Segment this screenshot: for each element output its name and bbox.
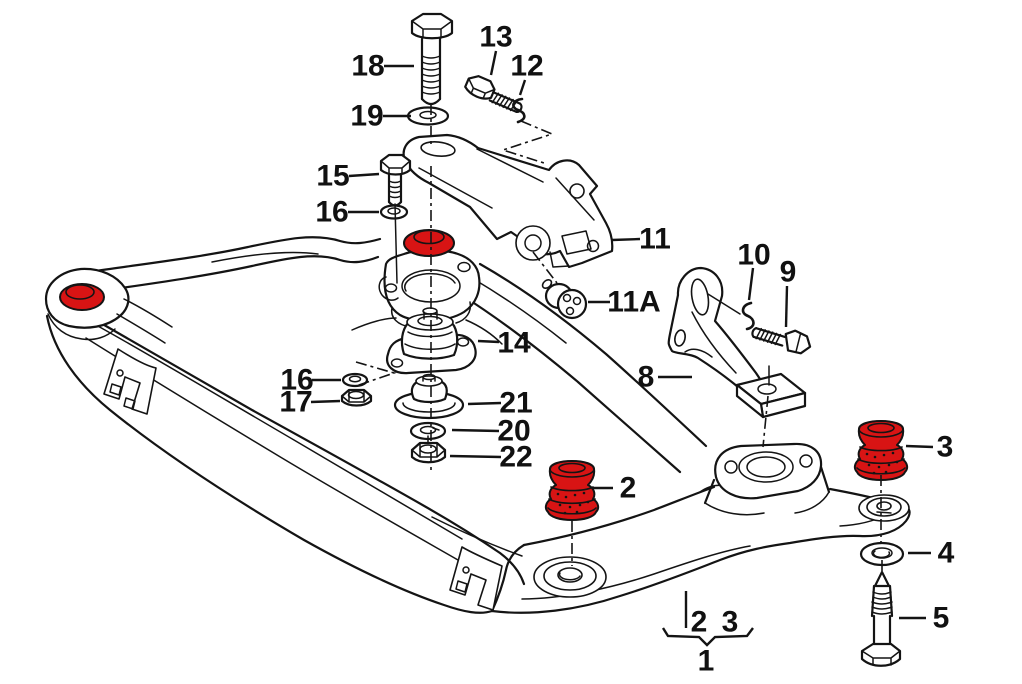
- callout-text-group-item-2: 2: [691, 606, 708, 639]
- callout-text-8: 8: [638, 361, 655, 394]
- callout-16-lower[interactable]: 16: [280, 364, 341, 397]
- callout-leader-13: [489, 50, 498, 76]
- callout-15[interactable]: 15: [316, 160, 380, 193]
- callout-13[interactable]: 13: [479, 21, 513, 76]
- callout-11[interactable]: 11: [611, 223, 671, 256]
- part-17-nut: [340, 388, 373, 407]
- front-rail-tab-bracket-lower: [449, 546, 503, 611]
- callout-leader-10: [747, 267, 755, 301]
- subframe-carrier: [44, 236, 911, 614]
- callout-4[interactable]: 4: [908, 537, 955, 570]
- part-19-washer: [406, 106, 450, 126]
- part-11-support-bracket: [402, 133, 614, 269]
- callout-group-item-2[interactable]: 2: [691, 606, 708, 639]
- rear-left-mount-boss: [533, 556, 607, 598]
- callout-leader-12: [518, 79, 527, 96]
- callout-10[interactable]: 10: [737, 239, 771, 301]
- part-16-lower-washer: [341, 372, 369, 388]
- callout-text-2: 2: [620, 472, 637, 505]
- rear-right-mount-tower: [703, 442, 831, 516]
- front-center-mount-plate: [351, 229, 503, 345]
- part-5-bolt: [860, 570, 902, 667]
- part-18-bolt: [410, 12, 454, 106]
- callout-text-10: 10: [737, 239, 770, 272]
- callout-text-11: 11: [639, 223, 671, 256]
- callout-group-item-3[interactable]: 3: [722, 606, 739, 639]
- callout-8[interactable]: 8: [638, 361, 692, 394]
- callout-leader-20: [451, 428, 500, 433]
- callout-text-17: 17: [279, 386, 312, 419]
- part-10-clip: [707, 293, 755, 331]
- callout-leader-3: [905, 444, 934, 449]
- part-15-bolt: [379, 153, 412, 207]
- callout-group-label-1[interactable]: 1: [698, 645, 715, 678]
- front-center-bushing-cap[interactable]: [403, 229, 455, 257]
- callout-text-21: 21: [499, 387, 532, 420]
- callout-text-20: 20: [497, 415, 530, 448]
- part-2-bushing[interactable]: [544, 460, 600, 521]
- callout-text-12: 12: [510, 50, 543, 83]
- part-11A-bolt: [541, 279, 588, 320]
- callout-text-22: 22: [499, 441, 532, 474]
- callout-leader-15: [348, 172, 380, 178]
- callout-leader-17: [310, 399, 341, 404]
- callout-11A[interactable]: 11A: [588, 286, 661, 319]
- callout-leader-11: [611, 237, 641, 242]
- part-13-bolt: [464, 75, 523, 113]
- callout-text-9: 9: [780, 256, 797, 289]
- callout-leader-22: [449, 454, 502, 459]
- part-12-clip: [512, 97, 526, 124]
- part-9-bolt: [751, 327, 812, 355]
- callout-17[interactable]: 17: [279, 386, 341, 419]
- callout-leader-9: [784, 285, 789, 328]
- part-4-washer: [859, 541, 905, 567]
- callout-3[interactable]: 3: [905, 431, 954, 464]
- callout-22[interactable]: 22: [449, 441, 533, 474]
- callout-19[interactable]: 19: [350, 100, 411, 133]
- callout-text-19: 19: [350, 100, 383, 133]
- front-left-bushing-cap[interactable]: [59, 283, 105, 311]
- assembly-group-bracket: [661, 591, 754, 647]
- part-21-mount: [393, 373, 465, 420]
- callout-text-5: 5: [933, 602, 950, 635]
- callout-9[interactable]: 9: [780, 256, 797, 328]
- callout-text-4: 4: [938, 537, 955, 570]
- callout-20[interactable]: 20: [451, 415, 531, 448]
- callout-text-11A: 11A: [607, 286, 660, 319]
- part-22-nut: [410, 435, 447, 464]
- front-left-corner-mount: [44, 267, 173, 344]
- callout-text-group-item-3: 3: [722, 606, 739, 639]
- part-14-engine-mount: [386, 307, 477, 375]
- callout-text-group-label-1: 1: [698, 645, 715, 678]
- callout-5[interactable]: 5: [899, 602, 949, 635]
- centerlines: [355, 104, 883, 571]
- callout-leader-14: [477, 339, 500, 344]
- crossmember-tip-boss: [858, 494, 910, 522]
- callout-text-3: 3: [937, 431, 954, 464]
- callout-2[interactable]: 2: [593, 472, 636, 505]
- part-16-upper-washer: [379, 204, 409, 220]
- callout-text-14: 14: [497, 327, 531, 360]
- callout-text-16-upper: 16: [315, 196, 348, 229]
- front-rail-tab-bracket-upper: [103, 348, 157, 415]
- callout-12[interactable]: 12: [510, 50, 544, 96]
- callout-text-13: 13: [479, 21, 512, 54]
- callout-21[interactable]: 21: [467, 387, 533, 420]
- callout-leader-21: [467, 401, 502, 406]
- part-8-stop-bracket: [667, 266, 807, 419]
- callout-16-upper[interactable]: 16: [315, 196, 379, 229]
- callout-text-16-lower: 16: [280, 364, 313, 397]
- callout-14[interactable]: 14: [477, 327, 531, 360]
- callout-18[interactable]: 18: [351, 50, 414, 83]
- part-3-bushing[interactable]: [853, 420, 909, 481]
- callout-text-15: 15: [316, 160, 349, 193]
- callout-text-18: 18: [351, 50, 384, 83]
